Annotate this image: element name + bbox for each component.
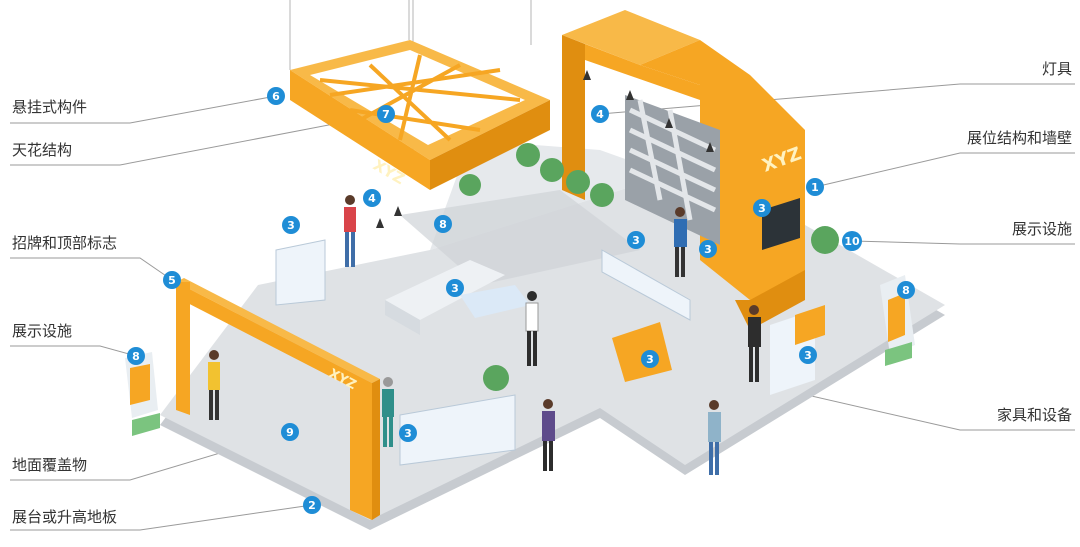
svg-text:3: 3: [404, 427, 412, 440]
svg-text:3: 3: [287, 219, 295, 232]
marker-6: 6: [267, 87, 285, 105]
person: [208, 350, 220, 420]
marker-3: 3: [282, 216, 300, 234]
leader-line-display-left: [10, 345, 137, 357]
label-ceiling-structure: 天花结构: [12, 141, 73, 159]
label-display-right: 展示设施: [1011, 220, 1072, 238]
marker-3: 3: [399, 424, 417, 442]
svg-text:9: 9: [286, 426, 294, 439]
marker-4: 4: [363, 189, 381, 207]
left-display-kiosk: [125, 352, 160, 436]
info-desk: [612, 322, 672, 382]
svg-text:10: 10: [844, 235, 860, 248]
label-display-left: 展示设施: [12, 322, 73, 340]
marker-2: 2: [303, 496, 321, 514]
marker-8: 8: [127, 347, 145, 365]
spot-lights: [376, 70, 714, 228]
svg-text:2: 2: [308, 499, 316, 512]
marker-4: 4: [591, 105, 609, 123]
marker-10: 10: [842, 231, 862, 251]
hanging-ceiling-structure: XYZ: [290, 40, 550, 190]
label-lighting: 灯具: [1041, 60, 1072, 78]
marker-1: 1: [806, 178, 824, 196]
marker-3: 3: [699, 240, 717, 258]
svg-text:4: 4: [596, 108, 604, 121]
booth-structure-wall: XYZ: [562, 10, 805, 330]
svg-text:8: 8: [439, 218, 447, 231]
marker-8: 8: [897, 281, 915, 299]
marker-7: 7: [377, 105, 395, 123]
svg-text:3: 3: [632, 234, 640, 247]
svg-text:8: 8: [902, 284, 910, 297]
svg-text:4: 4: [368, 192, 376, 205]
person: [674, 207, 687, 277]
leader-line-ceiling: [10, 113, 387, 166]
label-floor-covering: 地面覆盖物: [12, 456, 88, 474]
potted-plants: [459, 143, 839, 391]
wall-screen: [762, 198, 800, 250]
visitors: [208, 195, 761, 475]
svg-text:3: 3: [758, 202, 766, 215]
svg-text:6: 6: [272, 90, 280, 103]
leader-line-structure: [814, 152, 1075, 188]
marker-5: 5: [163, 271, 181, 289]
svg-text:3: 3: [804, 349, 812, 362]
label-signage: 招牌和顶部标志: [12, 234, 118, 252]
person: [542, 399, 555, 471]
leader-line-platform: [10, 504, 313, 531]
svg-text:3: 3: [646, 353, 654, 366]
person: [525, 291, 539, 366]
label-platform: 展台或升高地板: [12, 508, 118, 526]
leader-line-hanging: [10, 95, 277, 124]
svg-text:8: 8: [132, 350, 140, 363]
person: [344, 195, 356, 267]
glass-display-cases: [275, 239, 691, 466]
person: [382, 377, 394, 447]
marker-8: 8: [434, 215, 452, 233]
svg-text:3: 3: [704, 243, 712, 256]
label-booth-structure: 展位结构和墙壁: [966, 129, 1072, 147]
marker-3: 3: [641, 350, 659, 368]
svg-text:1: 1: [811, 181, 819, 194]
marker-3: 3: [446, 279, 464, 297]
person: [708, 400, 721, 475]
marker-3: 3: [627, 231, 645, 249]
leader-line-display-right: [851, 240, 1075, 245]
label-furniture: 家具和设备: [996, 406, 1072, 424]
svg-text:7: 7: [382, 108, 390, 121]
marker-3: 3: [799, 346, 817, 364]
svg-text:3: 3: [451, 282, 459, 295]
svg-text:5: 5: [168, 274, 176, 287]
ceiling-lattice: [310, 50, 525, 145]
ceiling-shadow: [400, 190, 640, 285]
label-hanging-structure: 悬挂式构件: [12, 98, 88, 116]
marker-9: 9: [281, 423, 299, 441]
leader-line-signage: [10, 257, 173, 281]
signage-arch: XYZ: [176, 278, 380, 520]
marker-3: 3: [753, 199, 771, 217]
person: [748, 305, 761, 382]
lounge-furniture: [385, 260, 825, 395]
